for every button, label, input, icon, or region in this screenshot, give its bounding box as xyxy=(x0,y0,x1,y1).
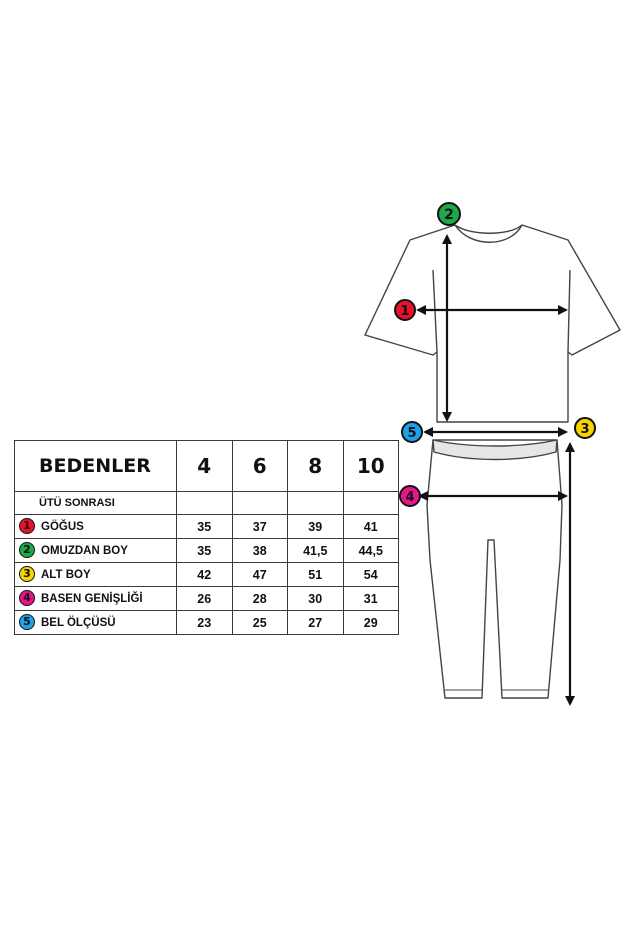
badge-2-icon: 2 xyxy=(19,541,35,558)
leggings-outline xyxy=(426,439,563,699)
table-header-row: BEDENLER 4 6 8 10 xyxy=(14,440,399,492)
sizes-header-label: BEDENLER xyxy=(14,440,177,492)
measure-name-cell: 3 ALT BOY xyxy=(14,562,177,587)
table-subheader-row: ÜTÜ SONRASI xyxy=(14,491,399,515)
value-cell: 31 xyxy=(342,586,399,611)
value-cell: 35 xyxy=(176,538,233,563)
table-row: 2 OMUZDAN BOY 35 38 41,5 44,5 xyxy=(14,538,399,563)
measure-name: BEL ÖLÇÜSÜ xyxy=(41,616,116,629)
table-row: 1 GÖĞUS 35 37 39 41 xyxy=(14,514,399,539)
value-cell: 29 xyxy=(342,610,399,635)
after-ironing-label: ÜTÜ SONRASI xyxy=(14,491,177,515)
svg-text:2: 2 xyxy=(444,207,454,223)
value-cell: 42 xyxy=(176,562,233,587)
table-row: 3 ALT BOY 42 47 51 54 xyxy=(14,562,399,587)
size-header: 6 xyxy=(231,440,288,492)
measure-name-cell: 2 OMUZDAN BOY xyxy=(14,538,177,563)
size-header: 4 xyxy=(176,440,233,492)
value-cell: 25 xyxy=(231,610,288,635)
value-cell: 37 xyxy=(231,514,288,539)
value-cell: 27 xyxy=(287,610,344,635)
value-cell: 41 xyxy=(342,514,399,539)
value-cell: 39 xyxy=(287,514,344,539)
empty-cell xyxy=(287,491,344,515)
measure-name-cell: 1 GÖĞUS xyxy=(14,514,177,539)
size-header: 10 xyxy=(342,440,399,492)
badge-2-icon: 2 xyxy=(437,202,461,226)
measure-name: GÖĞUS xyxy=(41,520,84,533)
badge-3-icon: 3 xyxy=(19,565,35,582)
value-cell: 35 xyxy=(176,514,233,539)
value-cell: 30 xyxy=(287,586,344,611)
waistband xyxy=(432,439,558,461)
tshirt-outline xyxy=(364,224,621,423)
badge-1-icon: 1 xyxy=(19,517,35,534)
value-cell: 26 xyxy=(176,586,233,611)
value-cell: 41,5 xyxy=(287,538,344,563)
measure-name: ALT BOY xyxy=(41,568,91,581)
value-cell: 38 xyxy=(231,538,288,563)
badge-4-icon: 4 xyxy=(399,485,421,507)
badge-4-icon: 4 xyxy=(19,589,35,606)
size-chart-table: BEDENLER 4 6 8 10 ÜTÜ SONRASI 1 GÖĞUS 35 … xyxy=(14,440,399,635)
empty-cell xyxy=(176,491,233,515)
value-cell: 23 xyxy=(176,610,233,635)
value-cell: 44,5 xyxy=(342,538,399,563)
svg-text:5: 5 xyxy=(407,426,416,441)
svg-text:3: 3 xyxy=(580,422,589,437)
badge-1-icon: 1 xyxy=(394,299,416,321)
svg-text:4: 4 xyxy=(405,490,414,505)
measure-name: BASEN GENİŞLİĞİ xyxy=(41,592,143,605)
measure-name: OMUZDAN BOY xyxy=(41,544,128,557)
table-row: 4 BASEN GENİŞLİĞİ 26 28 30 31 xyxy=(14,586,399,611)
value-cell: 51 xyxy=(287,562,344,587)
value-cell: 28 xyxy=(231,586,288,611)
empty-cell xyxy=(231,491,288,515)
table-row: 5 BEL ÖLÇÜSÜ 23 25 27 29 xyxy=(14,610,399,635)
value-cell: 47 xyxy=(231,562,288,587)
badge-3-icon: 3 xyxy=(574,417,596,439)
size-header: 8 xyxy=(287,440,344,492)
measure-name-cell: 4 BASEN GENİŞLİĞİ xyxy=(14,586,177,611)
measure-name-cell: 5 BEL ÖLÇÜSÜ xyxy=(14,610,177,635)
value-cell: 54 xyxy=(342,562,399,587)
svg-text:1: 1 xyxy=(400,304,409,319)
empty-cell xyxy=(342,491,399,515)
badge-5-icon: 5 xyxy=(401,421,423,443)
badge-5-icon: 5 xyxy=(19,613,35,630)
